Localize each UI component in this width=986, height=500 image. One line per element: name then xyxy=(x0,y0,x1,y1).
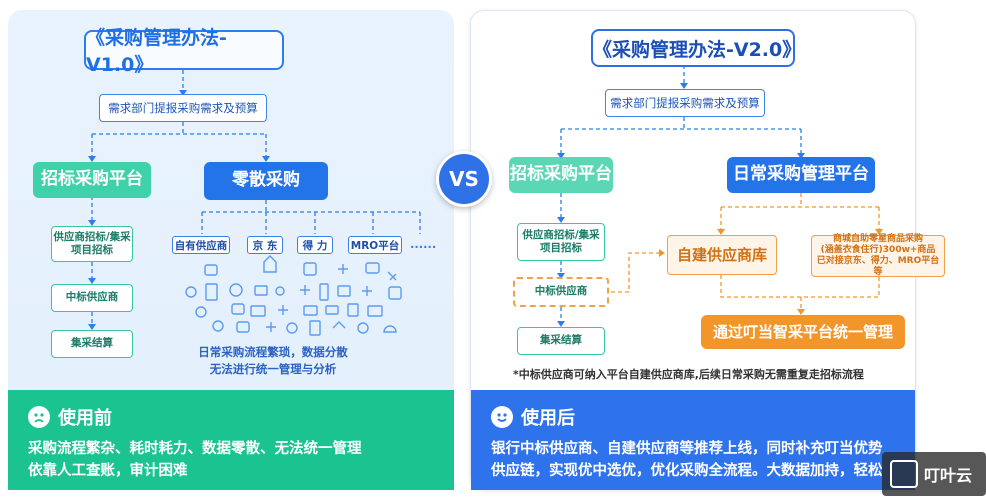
footnote: *中标供应商可纳入平台自建供应商库,后续日常采购无需重复走招标流程 xyxy=(513,368,864,381)
after-summary-title: 使用后 xyxy=(521,408,575,429)
request-box-v2: 需求部门提报采购需求及预算 xyxy=(605,89,765,117)
before-summary-line2: 依靠人工查账，审计困难 xyxy=(28,463,188,480)
after-summary: 使用后 银行中标供应商、自建供应商等推荐上线，同时补充叮当优势 供应链，实现优中… xyxy=(471,390,915,490)
before-summary-line1: 采购流程繁杂、耗时耗力、数据零散、无法统一管理 xyxy=(28,441,362,457)
after-summary-line2-tail: 轻松 xyxy=(853,463,883,480)
channel-more: ...... xyxy=(410,237,437,251)
panel-after: 《采购管理办法-V2.0》 需求部门提报采购需求及预算 招标采购平台 日常采购管… xyxy=(470,10,945,490)
before-summary: 使用前 采购流程繁杂、耗时耗力、数据零散、无法统一管理 依靠人工查账，审计困难 xyxy=(8,390,454,490)
vs-badge: VS xyxy=(436,151,492,207)
page-title-v2: 《采购管理办法-V2.0》 xyxy=(591,29,801,67)
settlement-step: 集采结算 xyxy=(51,330,133,358)
self-built-supplier-library: 自建供应商库 xyxy=(667,235,777,275)
supplier-tender-step: 供应商招标/集采项目招标 xyxy=(51,226,133,262)
unified-management-box: 通过叮当智采平台统一管理 xyxy=(701,315,905,349)
after-summary-line1: 银行中标供应商、自建供应商等推荐上线，同时补充叮当优势 xyxy=(491,441,883,457)
sad-face-icon xyxy=(28,406,50,428)
page-title-v1: 《采购管理办法-V1.0》 xyxy=(84,27,284,76)
watermark-logo-icon xyxy=(890,460,918,488)
tender-platform-box: 招标采购平台 xyxy=(33,162,151,198)
mall-line2: (涵盖衣食住行)300w+商品 xyxy=(820,244,936,255)
scattered-purchase-box: 零散采购 xyxy=(204,162,328,200)
winning-supplier-step-v2: 中标供应商 xyxy=(513,277,609,307)
supplier-tender-step-v2: 供应商招标/集采项目招标 xyxy=(517,223,605,261)
tender-platform-box-v2: 招标采购平台 xyxy=(509,157,613,193)
scattered-product-icons xyxy=(185,255,402,336)
left-connectors xyxy=(88,70,421,336)
right-connectors xyxy=(557,65,883,327)
channel-own-supplier: 自有供应商 xyxy=(172,236,230,254)
before-summary-title: 使用前 xyxy=(58,408,112,429)
scattered-note: 日常采购流程繁琐，数据分散 无法进行统一管理与分析 xyxy=(183,344,363,377)
channel-deli: 得 力 xyxy=(297,236,333,254)
watermark-text: 叮叶云 xyxy=(924,466,973,485)
mall-purchase-box: 商城自助零星商品采购 (涵盖衣食住行)300w+商品 已对接京东、得力、MRO平… xyxy=(811,233,945,278)
settlement-step-v2: 集采结算 xyxy=(517,327,605,355)
panel-before: 《采购管理办法-V1.0》 需求部门提报采购需求及预算 招标采购平台 零散采购 … xyxy=(8,10,454,490)
winning-supplier-step: 中标供应商 xyxy=(51,284,133,312)
mall-line1: 商城自助零星商品采购 xyxy=(832,233,923,244)
channel-jd: 京 东 xyxy=(247,236,283,254)
scattered-note-line1: 日常采购流程繁琐，数据分散 xyxy=(198,345,348,359)
after-summary-line2: 供应链，实现优中选优，优化采购全流程。大数据加持，轻松 xyxy=(491,460,895,482)
after-summary-line2-main: 供应链，实现优中选优，优化采购全流程。大数据加持， xyxy=(491,463,854,480)
scattered-note-line2: 无法进行统一管理与分析 xyxy=(209,361,337,376)
request-box: 需求部门提报采购需求及预算 xyxy=(99,94,267,122)
smile-face-icon xyxy=(491,406,513,428)
mall-line3: 已对接京东、得力、MRO平台等 xyxy=(816,256,940,278)
watermark: 叮叶云 xyxy=(882,452,986,496)
daily-purchase-platform: 日常采购管理平台 xyxy=(727,157,875,193)
channel-mro: MRO平台 xyxy=(348,236,402,254)
